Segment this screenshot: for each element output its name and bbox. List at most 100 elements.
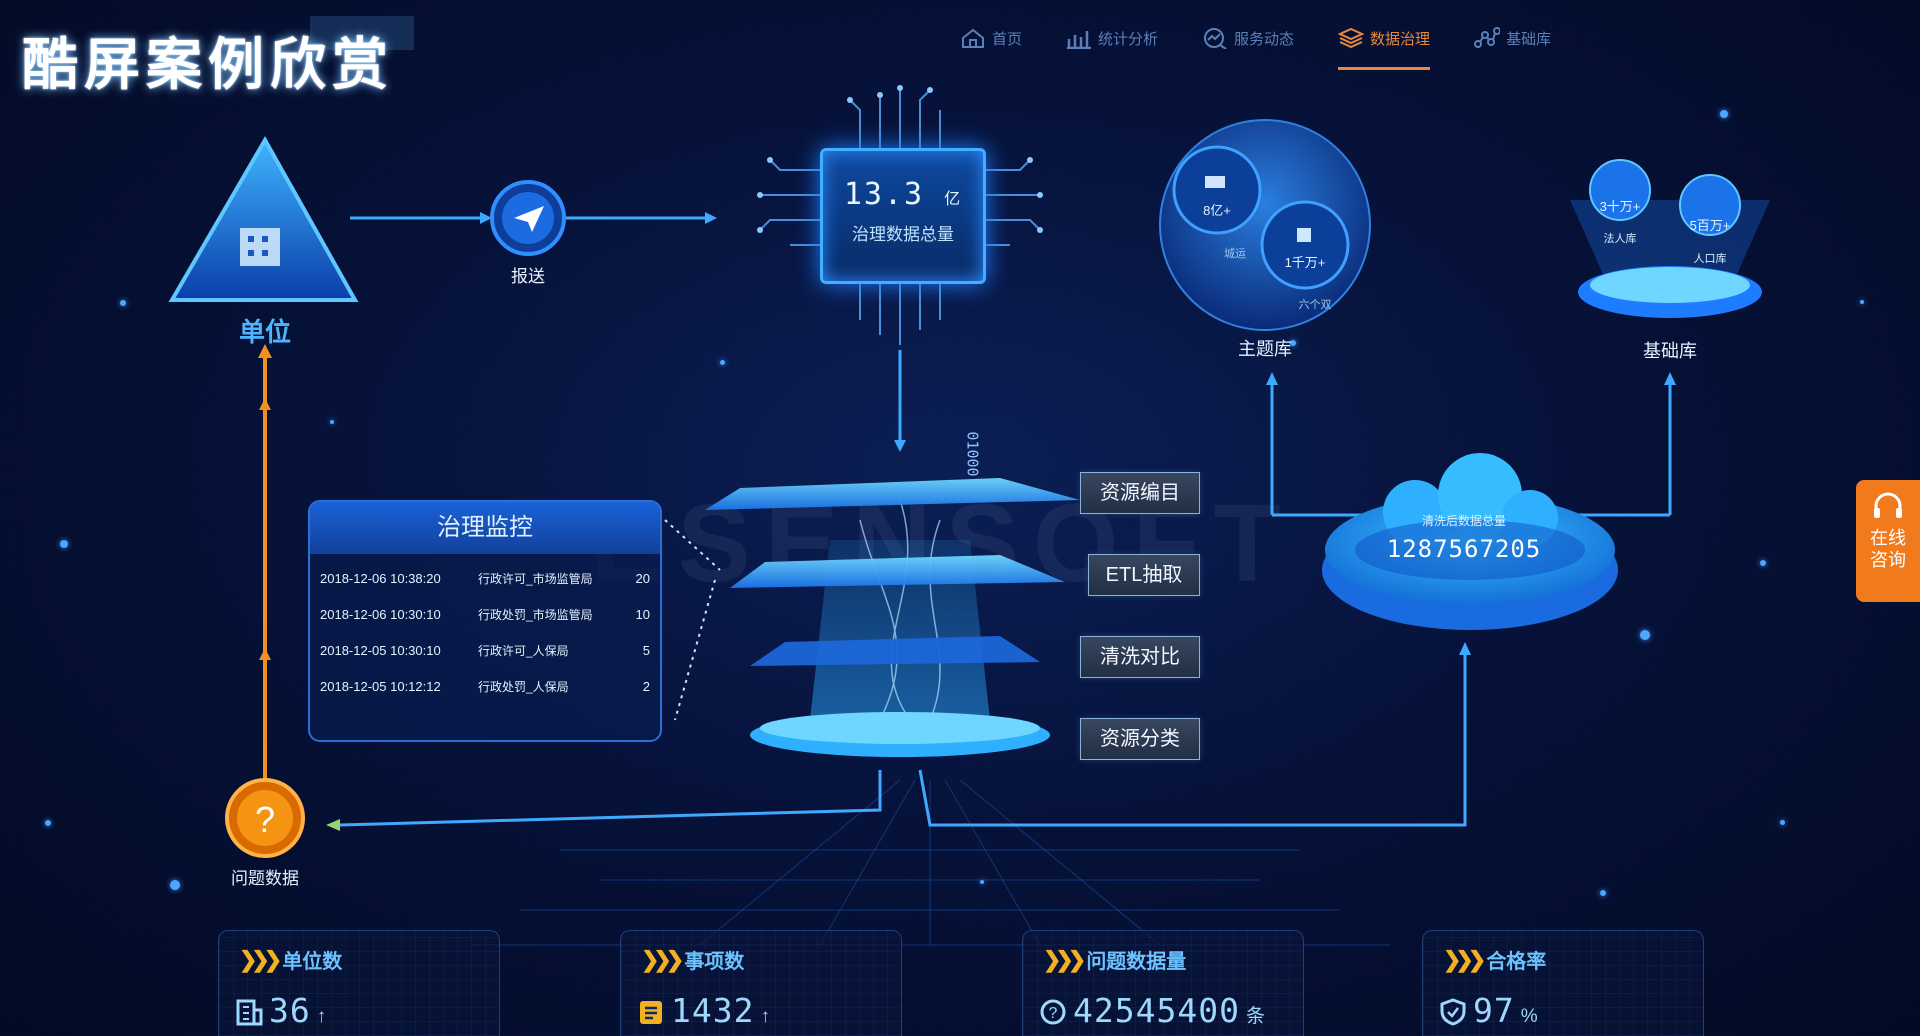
chevron-icon: ❯❯❯ xyxy=(641,946,684,972)
table-row: 2018-12-06 10:30:10 行政处罚_市场监管局 10 xyxy=(310,596,660,632)
base-bubble-caption: 法人库 xyxy=(1603,233,1637,245)
chip-unit: 亿 xyxy=(944,189,963,208)
process-stack xyxy=(705,478,1080,757)
document-icon xyxy=(640,1001,662,1024)
svg-text:?: ? xyxy=(255,799,275,840)
nav-item-label: 基础库 xyxy=(1506,30,1552,48)
base-db-label: 基础库 xyxy=(1643,341,1697,361)
row-count: 10 xyxy=(635,606,650,622)
nav-item-label: 首页 xyxy=(992,30,1023,48)
cloud-store xyxy=(1322,453,1618,630)
total-data-chip: 13.3 亿 治理数据总量 xyxy=(820,148,986,284)
step-catalog-button[interactable]: 资源编目 xyxy=(1080,472,1200,514)
row-desc: 行政处罚_人保局 xyxy=(478,679,569,694)
stat-card-items: ❯❯❯事项数 1432 ↑ xyxy=(620,930,902,1036)
cloud-label: 清洗后数据总量 xyxy=(1421,514,1506,528)
step-etl-button[interactable]: ETL抽取 xyxy=(1088,554,1200,596)
theme-db-label: 主题库 xyxy=(1238,339,1292,359)
bar-chart-icon xyxy=(1067,31,1092,49)
nav-item-base-db[interactable]: 基础库 xyxy=(1474,18,1551,58)
monitor-title: 治理监控 xyxy=(310,502,660,554)
nav-item-label: 服务动态 xyxy=(1234,30,1295,48)
chevron-icon: ❯❯❯ xyxy=(1443,946,1486,972)
home-icon xyxy=(962,28,984,48)
problem-data-node[interactable]: ? xyxy=(225,778,305,858)
stat-title: 合格率 xyxy=(1486,951,1547,973)
online-consult-button[interactable]: 在线 咨询 xyxy=(1856,480,1920,602)
row-time: 2018-12-06 10:30:10 xyxy=(320,606,441,622)
governance-monitor-panel: 治理监控 2018-12-06 10:38:20 行政许可_市场监管局 20 2… xyxy=(308,500,662,742)
table-row: 2018-12-05 10:12:12 行政处罚_人保局 2 xyxy=(310,668,660,704)
shield-icon xyxy=(1440,998,1466,1026)
problem-data-label: 问题数据 xyxy=(231,869,299,888)
chevron-icon: ❯❯❯ xyxy=(239,946,282,972)
chevron-icon: ❯❯❯ xyxy=(1043,946,1086,972)
ground-grid xyxy=(470,779,1390,946)
row-desc: 行政许可_市场监管局 xyxy=(478,571,593,586)
stat-unit: ↑ xyxy=(760,1006,770,1027)
svg-text:?: ? xyxy=(1049,1005,1058,1022)
stat-unit: 条 xyxy=(1245,1006,1265,1027)
nav-item-home[interactable]: 首页 xyxy=(960,18,1022,58)
chip-circuit xyxy=(759,88,1041,345)
send-node[interactable] xyxy=(490,180,566,256)
base-bubble-value: 3十万+ xyxy=(1599,199,1641,214)
row-count: 20 xyxy=(635,570,650,586)
stat-card-pass-rate: ❯❯❯合格率 97 % xyxy=(1422,930,1704,1036)
nav-item-service[interactable]: 服务动态 xyxy=(1202,18,1294,58)
nav-item-stats[interactable]: 统计分析 xyxy=(1066,18,1158,58)
nav-item-data-governance[interactable]: 数据治理 xyxy=(1338,18,1431,70)
stat-unit: % xyxy=(1520,1006,1538,1027)
unit-label: 单位 xyxy=(238,317,291,347)
step-clean-button[interactable]: 清洗对比 xyxy=(1080,636,1200,678)
cloud-value: 1287567205 xyxy=(1386,535,1542,563)
stat-value: 36 xyxy=(269,991,311,1030)
question-icon: ? xyxy=(1040,999,1066,1025)
stat-title: 事项数 xyxy=(684,951,745,973)
stat-unit: ↑ xyxy=(316,1006,327,1027)
row-desc: 行政许可_人保局 xyxy=(478,643,569,658)
building-icon xyxy=(236,999,263,1026)
headset-icon xyxy=(1874,492,1902,518)
step-classify-button[interactable]: 资源分类 xyxy=(1080,718,1200,760)
layers-icon xyxy=(1338,27,1365,49)
top-nav: 首页 统计分析 服务动态 数据治理 基础库 xyxy=(960,18,1551,70)
table-row: 2018-12-05 10:30:10 行政许可_人保局 5 xyxy=(310,632,660,668)
binary-text: 01000 xyxy=(963,431,982,477)
trend-icon xyxy=(1204,28,1227,49)
table-row: 2018-12-06 10:38:20 行政许可_市场监管局 20 xyxy=(310,560,660,596)
page-title: 酷屏案例欣赏 xyxy=(22,33,394,98)
chip-label: 治理数据总量 xyxy=(852,225,954,244)
stat-value: 42545400 xyxy=(1073,991,1240,1030)
report-label: 报送 xyxy=(511,267,545,286)
theme-bubble-value: 1千万+ xyxy=(1284,255,1326,270)
row-desc: 行政处罚_市场监管局 xyxy=(478,607,593,622)
theme-bubble-value: 8亿+ xyxy=(1203,203,1231,218)
base-bubble-caption: 人口库 xyxy=(1693,253,1727,265)
network-icon xyxy=(1474,27,1501,48)
row-time: 2018-12-05 10:30:10 xyxy=(320,642,441,658)
base-db-node[interactable] xyxy=(1570,159,1770,318)
stat-title: 问题数据量 xyxy=(1086,951,1187,973)
base-bubble-value: 5百万+ xyxy=(1689,218,1731,233)
theme-bubble-caption: 城运 xyxy=(1224,248,1246,260)
row-time: 2018-12-06 10:38:20 xyxy=(320,570,441,586)
stat-card-problem-data: ❯❯❯问题数据量 ? 42545400 条 xyxy=(1022,930,1304,1036)
row-count: 5 xyxy=(642,642,650,658)
theme-bubble-caption: 六个双 xyxy=(1298,299,1332,311)
row-count: 2 xyxy=(642,678,650,694)
unit-node[interactable] xyxy=(168,135,359,302)
nav-item-label: 统计分析 xyxy=(1098,30,1159,48)
online-line1: 在线 xyxy=(1870,528,1906,548)
stat-card-units: ❯❯❯单位数 36 ↑ xyxy=(218,930,500,1036)
row-time: 2018-12-05 10:12:12 xyxy=(320,678,441,694)
stat-title: 单位数 xyxy=(282,951,343,973)
chip-value: 13.3 xyxy=(843,177,925,212)
stat-value: 97 xyxy=(1473,991,1515,1030)
stat-value: 1432 xyxy=(671,991,755,1030)
nav-item-label: 数据治理 xyxy=(1370,30,1431,48)
theme-db-node[interactable] xyxy=(1159,119,1371,331)
online-line2: 咨询 xyxy=(1870,550,1906,570)
title-decoration xyxy=(310,16,414,50)
